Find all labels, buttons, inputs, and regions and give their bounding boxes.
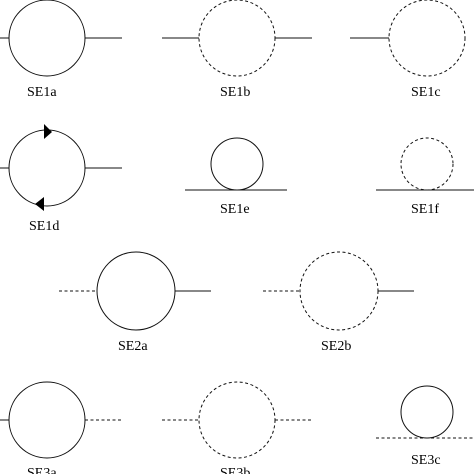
se2b-label: SE2b [321,339,351,354]
se1d-loop [8,129,86,207]
se2a-label: SE2a [118,339,148,354]
se1d-top-arrow-icon [44,124,52,139]
diagram-se1c: SE1c [350,0,466,100]
se1c-label: SE1c [411,85,441,100]
diagram-se2a: SE2a [59,251,211,354]
se3a-label: SE3a [27,466,57,474]
se3c-loop [400,385,454,439]
diagram-se2b: SE2b [263,251,414,354]
se1a-loop [8,0,86,77]
se1b-label: SE1b [220,85,250,100]
diagram-se1f: SE1f [376,137,474,217]
diagram-se3b: SE3b [162,381,312,474]
se1c-loop [388,0,466,77]
se1a-label: SE1a [27,85,57,100]
diagram-se1d: SE1d [0,124,122,234]
diagram-se3c: SE3c [376,385,474,468]
diagram-se1a: SE1a [0,0,122,100]
se1b-loop [198,0,276,77]
diagram-se1b: SE1b [162,0,312,100]
se1d-label: SE1d [29,219,59,234]
se1d-bottom-arrow-icon [35,197,44,211]
se2b-loop [299,251,379,331]
diagram-se3a: SE3a [0,381,122,474]
se3c-label: SE3c [411,453,441,468]
se3b-label: SE3b [220,466,250,474]
se1f-label: SE1f [411,202,439,217]
se1e-label: SE1e [220,202,250,217]
se3b-loop [198,381,276,459]
se2a-loop [96,251,176,331]
diagram-se1e: SE1e [185,137,287,217]
se3a-loop [8,381,86,459]
se1e-loop [210,137,264,191]
se1f-loop [400,137,454,191]
